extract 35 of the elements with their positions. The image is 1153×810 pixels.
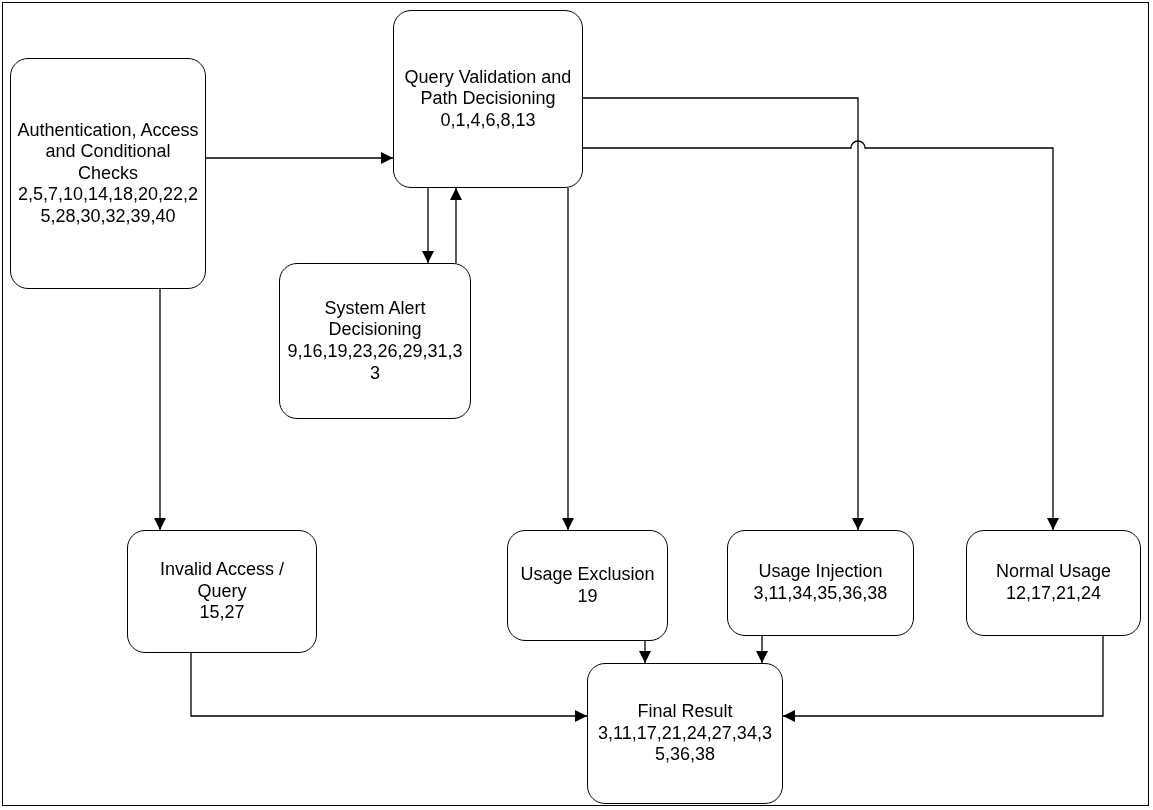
arrow xyxy=(562,187,574,531)
arrow xyxy=(582,97,864,531)
process-box xyxy=(10,58,206,289)
step-numbers: 2,5,7,10,14,18,20,22,25,28,30,32,39,40 xyxy=(17,184,199,228)
box-title: Authentication, Access and Conditional Checks xyxy=(17,119,199,185)
process-box xyxy=(727,530,914,636)
arrow xyxy=(450,187,462,264)
process-box xyxy=(966,530,1141,636)
box-title: System Alert Decisioning xyxy=(323,297,427,341)
box-title: Usage Injection xyxy=(758,561,883,583)
step-numbers: 12,17,21,24 xyxy=(1005,583,1102,605)
arrow xyxy=(205,152,394,164)
arrow xyxy=(639,640,651,664)
arrow xyxy=(422,187,434,264)
arrow xyxy=(782,635,1104,722)
box-title: Query Validation and Path Decisioning xyxy=(403,66,573,110)
step-numbers: 19 xyxy=(577,585,598,608)
arrow xyxy=(190,652,588,722)
step-numbers: 0,1,4,6,8,13 xyxy=(440,109,536,132)
process-box xyxy=(393,10,583,188)
step-numbers: 9,16,19,23,26,29,31,33 xyxy=(286,341,464,385)
arrow xyxy=(756,635,768,664)
box-title: Usage Exclusion xyxy=(520,563,655,586)
box-title: Normal Usage xyxy=(995,561,1111,583)
process-box xyxy=(279,263,471,419)
box-title: Invalid Access / Query xyxy=(158,559,286,603)
box-title: Final Result xyxy=(637,701,733,723)
process-box xyxy=(507,530,668,641)
arrow xyxy=(154,288,166,531)
step-numbers: 15,27 xyxy=(199,602,245,624)
step-numbers: 3,11,17,21,24,27,34,35,36,38 xyxy=(597,722,773,766)
process-box xyxy=(127,530,317,653)
process-box xyxy=(587,663,783,804)
step-numbers: 3,11,34,35,36,38 xyxy=(753,583,888,605)
arrow xyxy=(582,140,1059,531)
